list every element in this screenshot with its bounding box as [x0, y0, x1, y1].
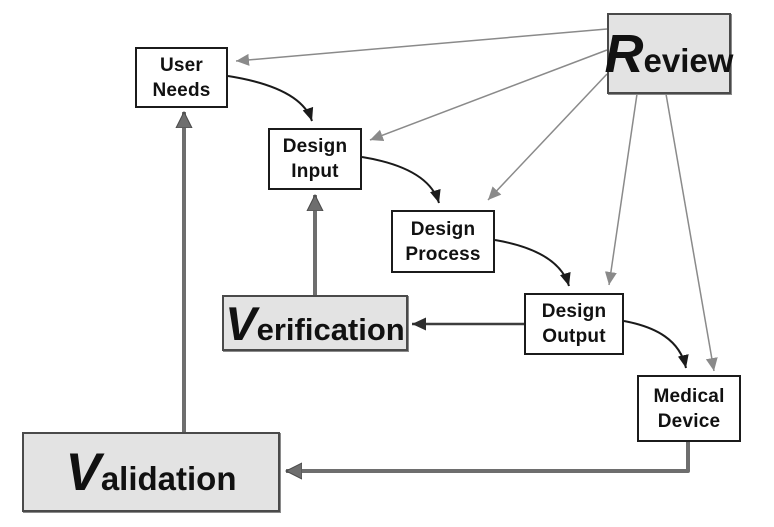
node-design-output-label: Design Output: [541, 301, 607, 347]
edge-review-to-design-input: [369, 49, 608, 141]
node-verification: Verification: [222, 295, 408, 351]
node-medical-device-label: Medical Device: [653, 385, 725, 432]
validation-rest-text: alidation: [100, 459, 237, 497]
review-rest-text: eview: [643, 41, 734, 79]
node-user-needs-label: User Needs: [152, 54, 211, 101]
verification-rest-text: erification: [256, 311, 405, 347]
node-design-process-label: Design Process: [405, 218, 481, 265]
node-design-input: Design Input: [268, 128, 362, 190]
edge-design-input-to-design-process: [361, 156, 441, 204]
review-initial-letter: R: [604, 23, 644, 84]
node-review: Review: [605, 13, 734, 94]
edge-user-needs-to-design-input: [227, 75, 314, 122]
node-design-input-label: Design Input: [282, 136, 348, 182]
edge-design-process-to-design-output: [494, 239, 571, 287]
edge-review-to-medical-device: [665, 93, 718, 372]
node-design-output: Design Output: [524, 293, 624, 355]
validation-initial-letter: V: [65, 442, 101, 502]
node-review-label: Review: [605, 27, 734, 81]
edge-review-to-user-needs: [235, 28, 608, 66]
verification-initial-letter: V: [225, 296, 257, 350]
node-validation: Validation: [22, 432, 280, 512]
edge-review-to-design-process: [487, 73, 608, 201]
node-validation-label: Validation: [65, 446, 236, 499]
node-verification-label: Verification: [225, 300, 405, 347]
node-medical-device: Medical Device: [637, 375, 741, 442]
edge-medical-device-to-validation: [286, 442, 690, 471]
edge-review-to-design-output: [604, 93, 638, 286]
node-user-needs: User Needs: [135, 47, 228, 108]
node-design-process: Design Process: [391, 210, 495, 273]
edge-design-output-to-medical-device: [623, 320, 689, 369]
